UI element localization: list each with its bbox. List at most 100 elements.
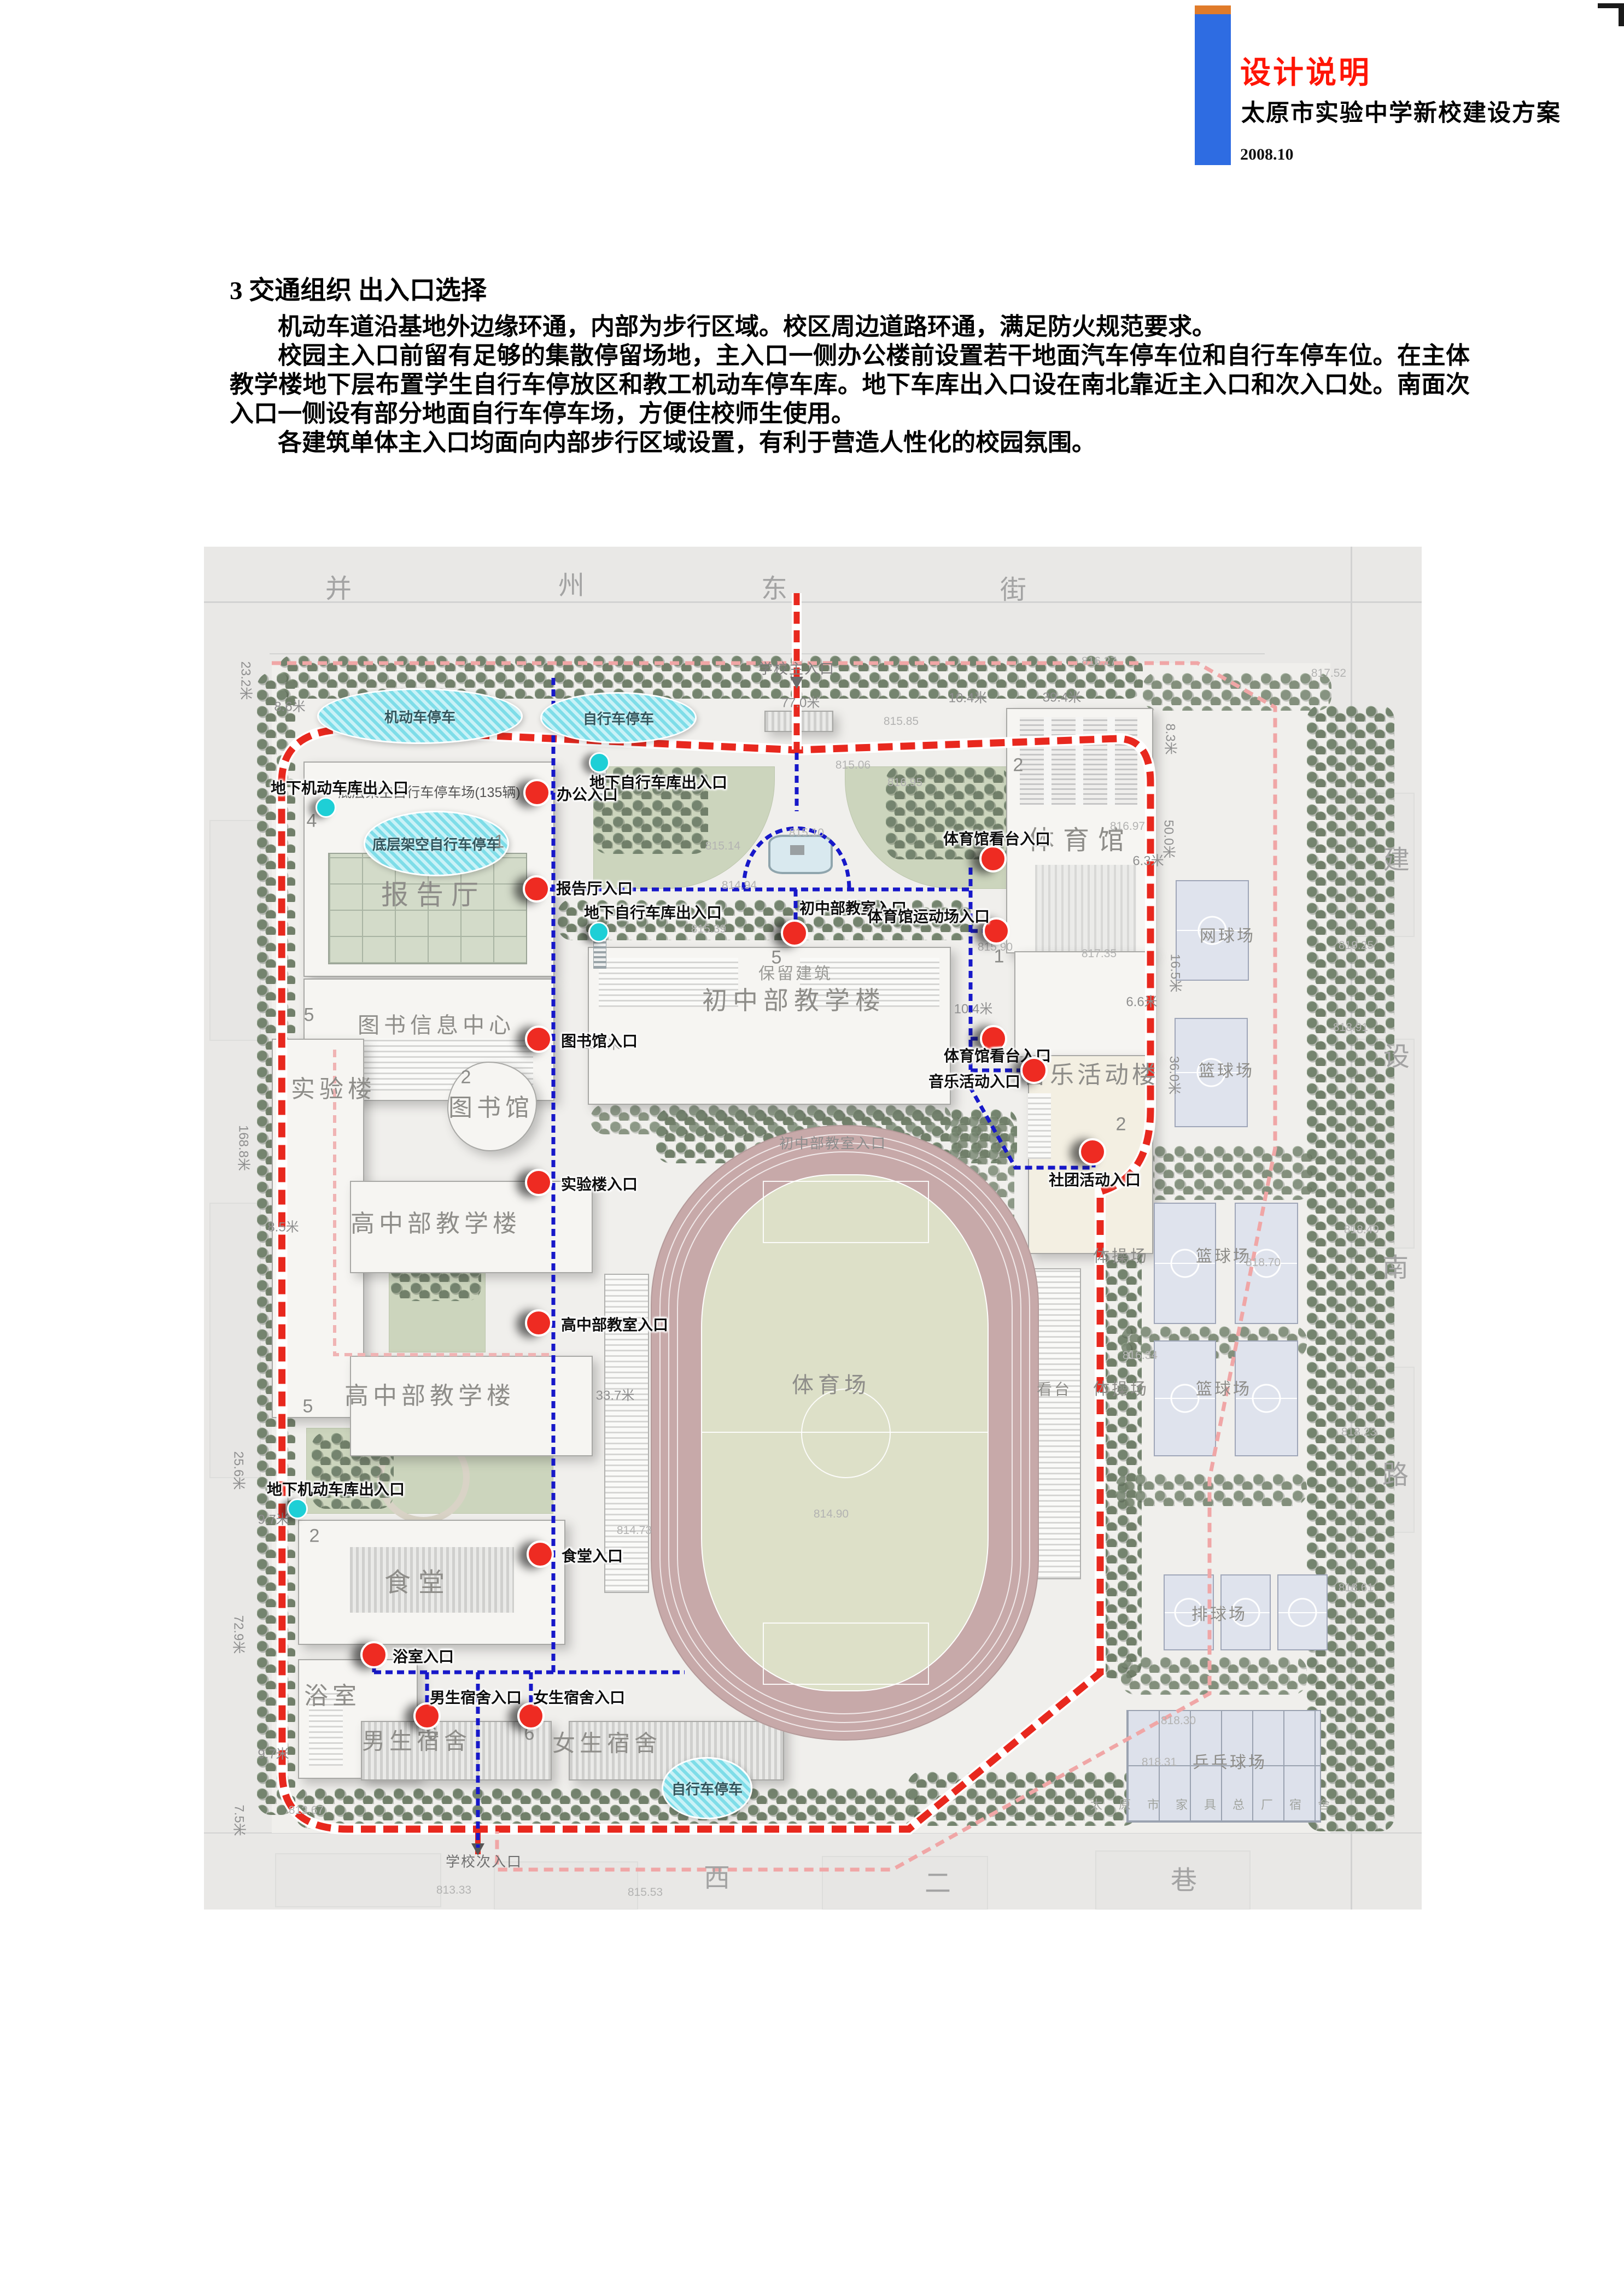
spot-elevation: 816.97 bbox=[1109, 820, 1146, 833]
spot-elevation: 818.70 bbox=[1245, 1256, 1281, 1269]
building-label: 图书馆 bbox=[448, 1094, 534, 1121]
dimension-label: 33.7米 bbox=[595, 1388, 635, 1403]
adjacent-parcel bbox=[822, 1856, 988, 1910]
dimension-label: 168.8米 bbox=[236, 1124, 251, 1172]
dimension-label: 39.4米 bbox=[1042, 690, 1082, 705]
dimension-label: 6.6米 bbox=[1126, 994, 1158, 1010]
entrance-label: 实验楼入口 bbox=[561, 1176, 638, 1193]
adjacent-parcel bbox=[209, 1203, 261, 1478]
garage-entrance-label: 地下自行车库出入口 bbox=[589, 774, 728, 791]
building-label: 实验楼 bbox=[291, 1076, 376, 1103]
spot-elevation: 815.06 bbox=[835, 759, 871, 771]
entrance-label: 浴室入口 bbox=[393, 1648, 454, 1665]
floor-count: 5 bbox=[303, 1004, 314, 1026]
entrance-dot-red bbox=[525, 1169, 552, 1196]
parking-area: 底层架空自行车停车 bbox=[364, 811, 509, 876]
spot-elevation: 815.90 bbox=[977, 941, 1013, 953]
street-name-char: 南 bbox=[1382, 1254, 1409, 1282]
floor-count: 5 bbox=[771, 947, 782, 968]
tree-band bbox=[1115, 1473, 1307, 1506]
entrance-label: 食堂入口 bbox=[562, 1548, 623, 1565]
building-label: 高中部教学楼 bbox=[344, 1383, 515, 1409]
entrance-dot-red bbox=[1079, 1138, 1106, 1165]
garage-entrance-label: 地下机动车库出入口 bbox=[267, 1481, 405, 1498]
parking-area: 自行车停车 bbox=[540, 692, 697, 743]
page-corner-mark bbox=[1619, 3, 1624, 26]
street-name-char: 路 bbox=[1382, 1461, 1409, 1490]
building-label: 初中部教学楼 bbox=[702, 986, 886, 1015]
entrance-dot-red bbox=[413, 1702, 441, 1730]
street-name-char: 设 bbox=[1383, 1042, 1410, 1071]
spot-elevation: 814.94 bbox=[721, 879, 757, 892]
header-tag: 设计说明 bbox=[1240, 55, 1371, 90]
dimension-label: 7.5米 bbox=[231, 1805, 247, 1836]
dimension-label: 72.9米 bbox=[231, 1615, 246, 1654]
parking-area: 自行车停车 bbox=[662, 1757, 752, 1819]
dimension-label: 8.6米 bbox=[274, 699, 306, 714]
spot-elevation: 815.85 bbox=[883, 715, 919, 728]
dimension-label: 6.3米 bbox=[1132, 853, 1164, 869]
spot-elevation: 814.90 bbox=[813, 1508, 849, 1520]
entrance-dot-red bbox=[523, 779, 551, 806]
entrance-label: 女生宿舍入口 bbox=[533, 1689, 626, 1706]
page-corner-mark bbox=[1598, 3, 1624, 8]
dimension-label: 16.5米 bbox=[1167, 953, 1183, 993]
dimension-label: 10.4米 bbox=[948, 690, 988, 706]
entrance-dot-red bbox=[1020, 1057, 1048, 1084]
street-name-char: 二 bbox=[924, 1869, 951, 1898]
entrance-label: 社团活动入口 bbox=[1048, 1172, 1141, 1188]
spot-elevation: 818.91 bbox=[1333, 1021, 1369, 1034]
gymnasium-roof-north bbox=[1020, 717, 1137, 805]
spot-elevation: 815.53 bbox=[627, 1886, 663, 1899]
tree-band bbox=[295, 1788, 924, 1829]
building-label: 图书信息中心 bbox=[358, 1014, 515, 1038]
tree-band bbox=[1143, 672, 1331, 711]
building-label: 高中部教学楼 bbox=[350, 1210, 521, 1237]
dimension-label: 77.0米 bbox=[781, 695, 820, 711]
spot-elevation: 816.34 bbox=[1122, 1349, 1158, 1362]
parking-label: 底层架空自行车停车 bbox=[372, 836, 500, 853]
dimension-label: 8.5米 bbox=[267, 1220, 299, 1235]
dimension-label: 36.0米 bbox=[1166, 1056, 1182, 1095]
header-accent-bar-cap bbox=[1195, 5, 1231, 14]
building-label: 看台 bbox=[1036, 1381, 1072, 1398]
plan-note: 初中部教室入口 bbox=[779, 1135, 887, 1152]
garage-entrance-label: 地下机动车库出入口 bbox=[271, 780, 409, 796]
parking-label: 自行车停车 bbox=[582, 710, 654, 727]
entrance-label: 体育馆看台入口 bbox=[943, 830, 1051, 847]
main-gate bbox=[764, 711, 833, 732]
tree-band bbox=[1307, 705, 1394, 1831]
fountain-core bbox=[790, 845, 804, 855]
parking-area: 机动车停车 bbox=[317, 688, 523, 744]
entrance-dot-red bbox=[523, 875, 550, 903]
building-label: 体育场 bbox=[792, 1373, 871, 1397]
spot-elevation: 816.95 bbox=[887, 776, 923, 789]
spot-elevation: 817.35 bbox=[1081, 947, 1117, 960]
street-name-char: 州 bbox=[558, 571, 585, 600]
entrance-dot-red bbox=[527, 1541, 554, 1568]
header-accent-bar bbox=[1195, 5, 1231, 165]
entrance-label: 初中部教室入口 bbox=[799, 900, 907, 917]
entrance-label: 高中部教室入口 bbox=[561, 1316, 669, 1333]
dimension-label: 9.7米 bbox=[258, 1747, 289, 1762]
building-label: 排球场 bbox=[1191, 1606, 1247, 1624]
floor-count: 2 bbox=[1013, 754, 1024, 776]
garage-entrance-dot bbox=[589, 752, 610, 773]
parking-label: 机动车停车 bbox=[384, 708, 455, 725]
building-label: 网球场 bbox=[1200, 927, 1255, 945]
garage-entrance-dot bbox=[588, 922, 609, 942]
section-heading: 3 交通组织 出入口选择 bbox=[230, 277, 487, 305]
spot-elevation: 818.31 bbox=[1141, 1756, 1177, 1768]
plan-note: 学校主入口 bbox=[758, 660, 836, 677]
street-name-char: 街 bbox=[1000, 576, 1027, 605]
entrance-dot-red bbox=[781, 919, 808, 947]
floor-count: 2 bbox=[1115, 1114, 1126, 1135]
building-label: 浴室 bbox=[304, 1683, 361, 1709]
building-label: 篮球场 bbox=[1196, 1380, 1252, 1398]
entrance-dot-red bbox=[980, 1025, 1007, 1052]
floor-count: 2 bbox=[460, 1067, 471, 1088]
street-name-char: 并 bbox=[325, 575, 352, 604]
spot-elevation: 819.25 bbox=[1338, 939, 1374, 952]
floor-count: 4 bbox=[306, 810, 317, 831]
dimension-label: 23.2米 bbox=[238, 661, 253, 700]
